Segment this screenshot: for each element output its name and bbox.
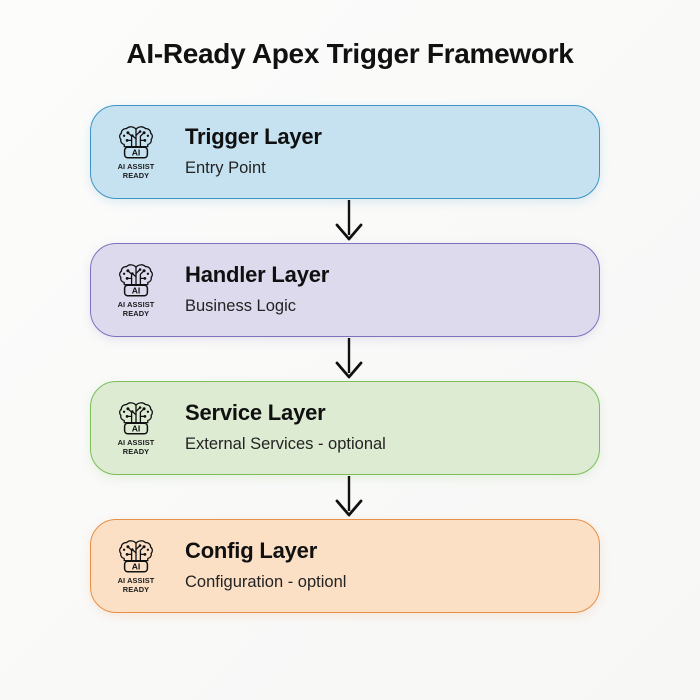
ai-chip-label: AI — [132, 285, 141, 295]
ai-badge-caption-line1: AI ASSIST — [117, 300, 155, 309]
ai-badge-caption-line2: READY — [122, 447, 150, 456]
layer-text-config: Config Layer Configuration - optionl — [175, 538, 346, 594]
ai-brain-icon: AI — [119, 402, 153, 435]
ai-ready-badge: AI AI ASSIST READY — [105, 124, 167, 180]
ai-badge-caption: AI ASSIST READY — [118, 438, 155, 456]
layer-title-trigger: Trigger Layer — [185, 124, 322, 149]
ai-chip-label: AI — [132, 561, 141, 571]
ai-chip-label: AI — [132, 147, 141, 157]
layer-title-service: Service Layer — [185, 400, 326, 425]
layer-subtitle-trigger: Entry Point — [185, 159, 266, 177]
ai-brain-icon: AI — [119, 126, 153, 159]
layer-subtitle-service: External Services - optional — [185, 435, 386, 453]
layer-card-config[interactable]: AI AI ASSIST READY Config Layer Configur… — [90, 519, 600, 613]
layer-subtitle-handler: Business Logic — [185, 297, 296, 315]
layer-title-config: Config Layer — [185, 538, 318, 563]
layer-subtitle-config: Configuration - optionl — [185, 573, 347, 591]
ai-ready-badge: AI AI ASSIST READY — [105, 538, 167, 594]
ai-chip-label: AI — [132, 423, 141, 433]
arrow-handler-to-service — [335, 338, 363, 379]
layer-text-service: Service Layer External Services - option… — [175, 400, 386, 456]
ai-badge-caption-line2: READY — [122, 585, 150, 594]
ai-badge-caption-line2: READY — [122, 309, 150, 318]
arrow-service-to-config — [335, 476, 363, 517]
layer-text-handler: Handler Layer Business Logic — [175, 262, 329, 318]
layer-text-trigger: Trigger Layer Entry Point — [175, 124, 322, 180]
ai-ready-badge: AI AI ASSIST READY — [105, 400, 167, 456]
ai-badge-caption: AI ASSIST READY — [118, 162, 155, 180]
arrow-trigger-to-handler — [335, 200, 363, 241]
ai-badge-caption-line1: AI ASSIST — [117, 438, 155, 447]
layer-card-service[interactable]: AI AI ASSIST READY Service Layer Externa… — [90, 381, 600, 475]
ai-ready-badge: AI AI ASSIST READY — [105, 262, 167, 318]
ai-brain-icon: AI — [119, 540, 153, 573]
page-title: AI-Ready Apex Trigger Framework — [126, 38, 574, 69]
ai-badge-caption-line2: READY — [122, 171, 150, 180]
layer-title-handler: Handler Layer — [185, 262, 330, 287]
layer-card-handler[interactable]: AI AI ASSIST READY Handler Layer Busines… — [90, 243, 600, 337]
layer-card-trigger[interactable]: AI AI ASSIST READY Trigger Layer Entry P… — [90, 105, 600, 199]
ai-badge-caption-line1: AI ASSIST — [117, 162, 155, 171]
ai-brain-icon: AI — [119, 264, 153, 297]
ai-badge-caption: AI ASSIST READY — [118, 300, 155, 318]
ai-badge-caption: AI ASSIST READY — [118, 576, 155, 594]
ai-badge-caption-line1: AI ASSIST — [117, 576, 155, 585]
